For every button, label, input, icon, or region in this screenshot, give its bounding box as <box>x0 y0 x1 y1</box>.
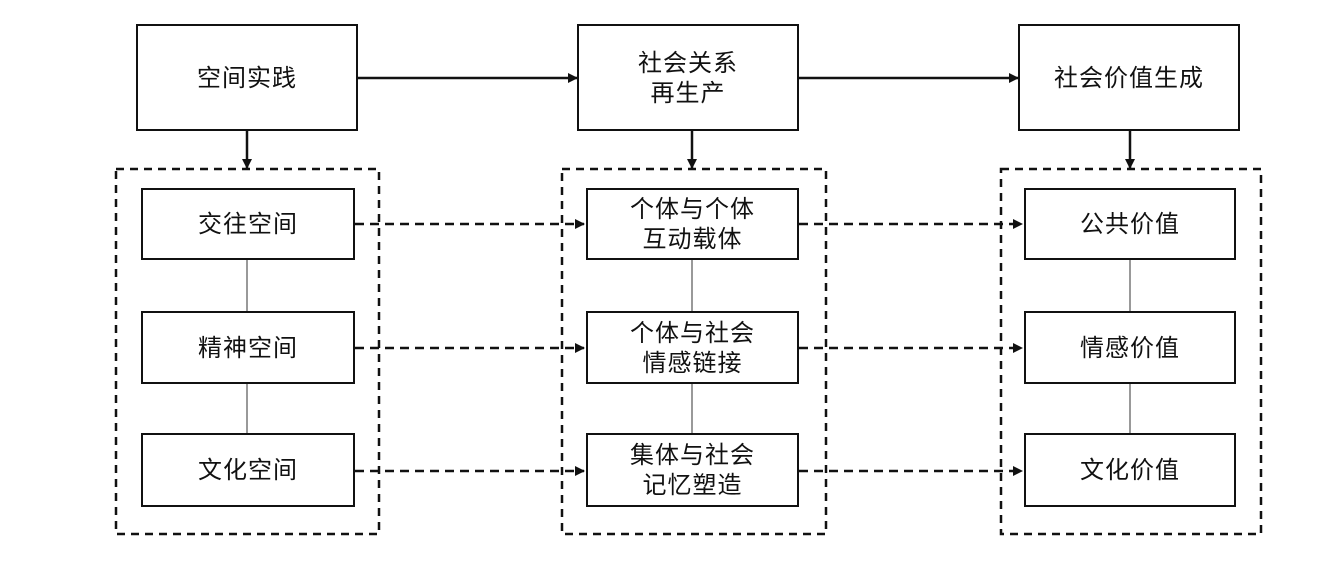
node-social-value-generation: 社会价值生成 <box>1018 24 1240 131</box>
node-emotional-link: 个体与社会 情感链接 <box>586 311 799 384</box>
node-cultural-value: 文化价值 <box>1024 433 1236 507</box>
node-emotional-value: 情感价值 <box>1024 311 1236 384</box>
node-culture-space-label: 文化空间 <box>198 456 298 484</box>
node-spatial-practice-label: 空间实践 <box>197 63 297 92</box>
node-social-value-generation-label: 社会价值生成 <box>1054 63 1204 92</box>
node-memory-shaping-label: 集体与社会 记忆塑造 <box>630 441 755 499</box>
node-interaction-space-label: 交往空间 <box>198 210 298 238</box>
node-spatial-practice: 空间实践 <box>136 24 358 131</box>
node-spirit-space: 精神空间 <box>141 311 355 384</box>
group-container-spaces <box>114 167 381 536</box>
node-cultural-value-label: 文化价值 <box>1080 456 1180 484</box>
node-culture-space: 文化空间 <box>141 433 355 507</box>
group-container-values <box>999 167 1263 536</box>
node-memory-shaping: 集体与社会 记忆塑造 <box>586 433 799 507</box>
node-public-value: 公共价值 <box>1024 188 1236 260</box>
group-container-relations <box>560 167 828 536</box>
node-individual-interaction-carrier: 个体与个体 互动载体 <box>586 188 799 260</box>
node-interaction-space: 交往空间 <box>141 188 355 260</box>
node-social-reproduction-label: 社会关系 再生产 <box>638 48 738 107</box>
node-emotional-value-label: 情感价值 <box>1080 333 1180 362</box>
node-public-value-label: 公共价值 <box>1080 210 1180 238</box>
node-individual-interaction-carrier-label: 个体与个体 互动载体 <box>630 195 755 253</box>
node-emotional-link-label: 个体与社会 情感链接 <box>630 318 755 377</box>
node-social-reproduction: 社会关系 再生产 <box>577 24 799 131</box>
node-spirit-space-label: 精神空间 <box>198 333 298 362</box>
